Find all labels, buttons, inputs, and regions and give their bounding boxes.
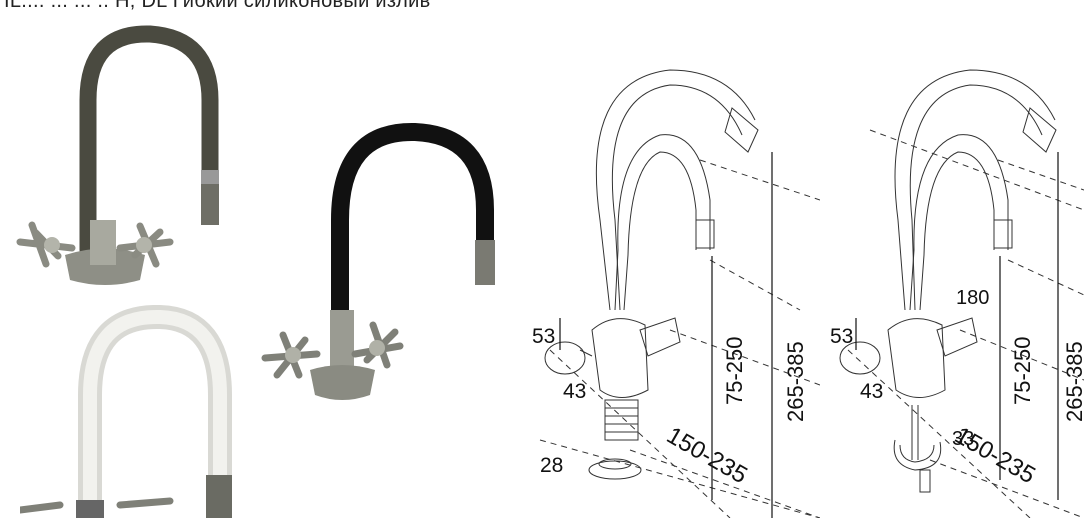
dim-handle-width: 43: [860, 380, 883, 403]
technical-drawing-clamp: 180 75-250 265-385 150-235 53 43 33: [830, 69, 1084, 518]
faucet-photo-grey: [16, 25, 219, 285]
dim-reach: 150-235: [662, 422, 752, 489]
dim-spout-height: 75-250: [722, 336, 747, 405]
faucet-photo-black: [261, 122, 495, 400]
technical-drawing-threaded: 75-250 265-385 150-235 53 43 28: [532, 69, 820, 518]
dim-total-height: 265-385: [783, 341, 808, 422]
dim-mount: 33: [952, 428, 974, 450]
dim-body-height: 180: [956, 287, 989, 309]
dim-base-height: 53: [532, 325, 555, 348]
caption: IL.... ... ... .. H, DL Гибкий силиконов…: [4, 0, 431, 12]
dim-base-height: 53: [830, 325, 853, 348]
dim-total-height: 265-385: [1062, 341, 1084, 422]
dim-handle-width: 43: [563, 380, 586, 403]
dim-spout-height: 75-250: [1010, 336, 1035, 405]
faucet-photo-white: [20, 305, 232, 518]
dim-thread: 28: [540, 454, 563, 477]
